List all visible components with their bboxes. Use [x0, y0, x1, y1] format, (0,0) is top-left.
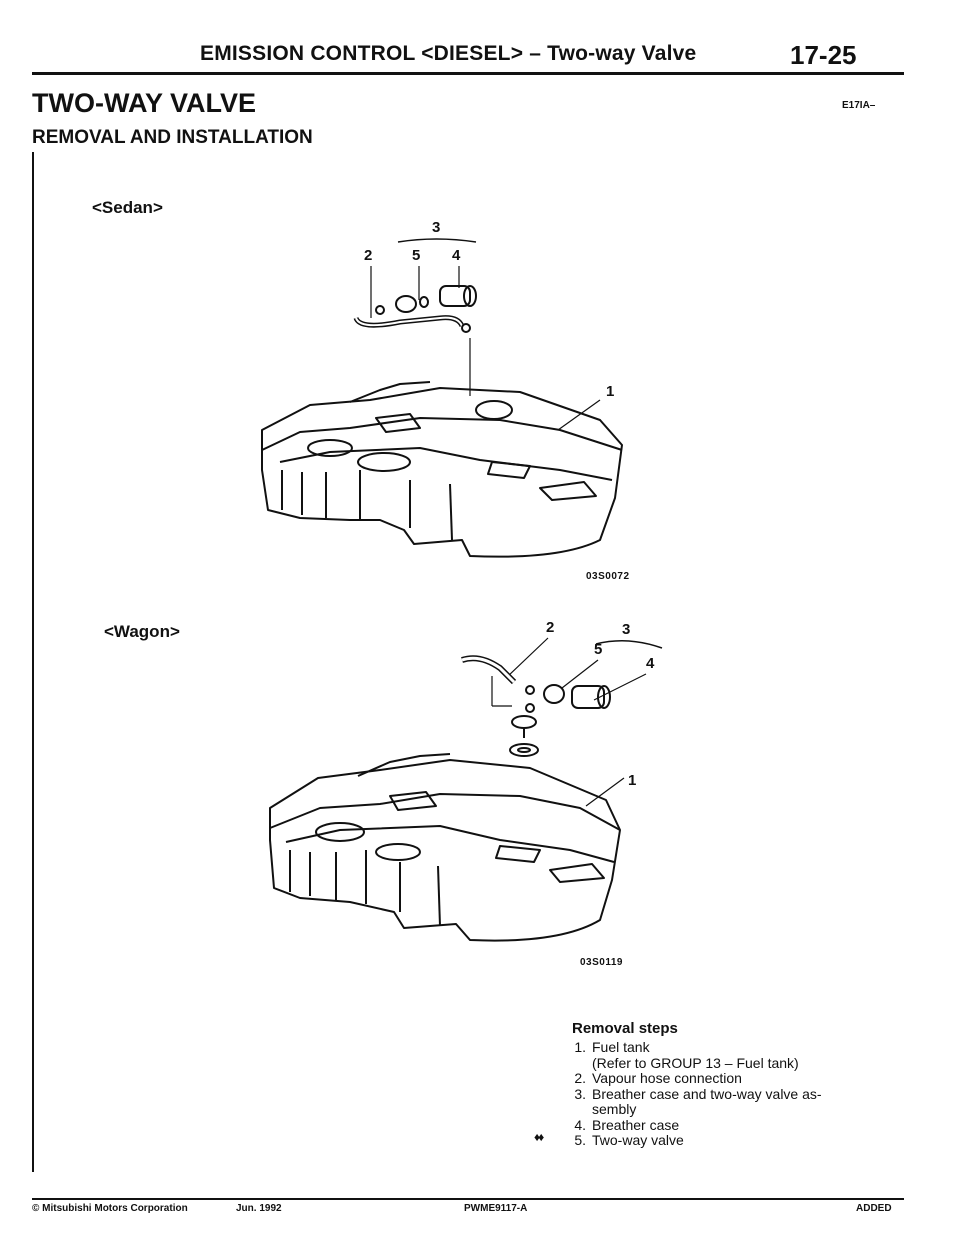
step-number: 5. [574, 1132, 586, 1148]
page-number: 17-25 [790, 40, 857, 70]
wagon-label: <Wagon> [104, 622, 180, 641]
wagon-callout-4: 4 [646, 655, 655, 672]
sedan-label: <Sedan> [92, 198, 163, 217]
step-text: Fuel tank (Refer to GROUP 13 – Fuel tank… [592, 1039, 799, 1071]
list-item: 5. Two-way valve [564, 1132, 884, 1149]
sedan-callout-5: 5 [412, 247, 420, 264]
footer-doc-id: PWME9117-A [464, 1203, 528, 1214]
list-item: 4. Breather case [564, 1116, 884, 1134]
wagon-callout-1: 1 [628, 772, 636, 789]
sedan-callout-4: 4 [452, 247, 461, 264]
header-rule [32, 72, 904, 75]
footer-status: ADDED [856, 1203, 892, 1214]
removal-steps-title: Removal steps [572, 1020, 678, 1037]
wagon-callout-5: 5 [594, 641, 602, 658]
wagon-callout-2: 2 [546, 619, 554, 636]
sedan-diagram: 3 2 5 4 1 [261, 219, 623, 558]
sedan-callout-2: 2 [364, 247, 372, 264]
sedan-callout-1: 1 [606, 383, 614, 400]
header-title: EMISSION CONTROL <DIESEL> – Two-way Valv… [200, 42, 697, 65]
step-number: 4. [574, 1116, 586, 1133]
section-subtitle: REMOVAL AND INSTALLATION [32, 127, 313, 148]
footer-copyright: © Mitsubishi Motors Corporation [32, 1203, 188, 1214]
wagon-diagram: 2 3 5 4 1 [269, 619, 663, 942]
wagon-figure-id: 03S0119 [580, 957, 623, 968]
step-number: 2. [574, 1070, 586, 1086]
margin-rule [32, 152, 34, 1172]
removal-steps-list: 1. Fuel tank (Refer to GROUP 13 – Fuel t… [564, 1039, 884, 1149]
wagon-callout-3: 3 [622, 621, 630, 638]
list-item: 3. Breather case and two-way valve as- s… [564, 1085, 884, 1118]
page-title: TWO-WAY VALVE [32, 88, 257, 118]
sedan-figure-id: 03S0072 [586, 571, 630, 582]
step-text: Breather case and two-way valve as- semb… [592, 1085, 822, 1117]
section-code: E17IA– [842, 100, 876, 111]
step-number: 1. [574, 1039, 586, 1055]
footer-date: Jun. 1992 [236, 1203, 282, 1214]
list-item: 1. Fuel tank (Refer to GROUP 13 – Fuel t… [564, 1039, 884, 1071]
sedan-callout-3: 3 [432, 219, 440, 236]
service-point-marker: ♦♦ [534, 1130, 544, 1144]
footer-rule [32, 1198, 904, 1200]
step-text: Vapour hose connection [592, 1070, 742, 1086]
step-number: 3. [574, 1085, 586, 1102]
step-text: Two-way valve [592, 1132, 684, 1148]
step-text: Breather case [592, 1116, 680, 1133]
list-item: 2. Vapour hose connection [564, 1070, 884, 1087]
